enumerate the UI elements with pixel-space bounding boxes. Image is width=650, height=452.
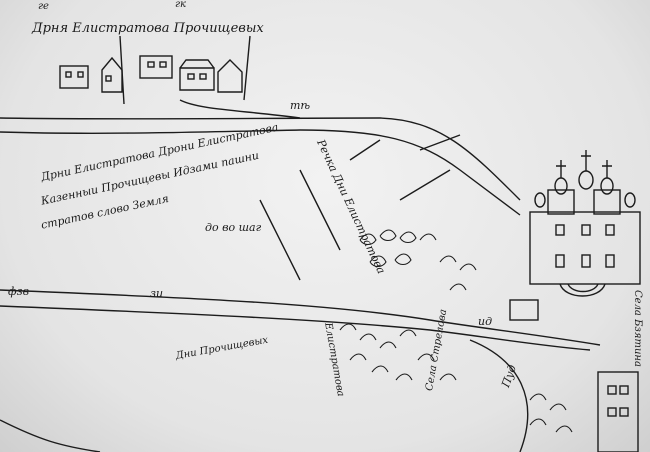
road-number-4: фзв (8, 285, 30, 298)
field-label: до во шаг (205, 221, 262, 234)
road-number-2: зи (150, 287, 164, 300)
village-houses (59, 35, 251, 105)
road-number-3: ид (478, 315, 493, 328)
trees (339, 229, 573, 433)
title-mark-2: гк (175, 0, 187, 10)
road-number-1: тѣ (290, 99, 311, 112)
title-mark-1: ге (38, 1, 49, 12)
village-label: Дрня Елистратова Прочищевых (32, 21, 264, 36)
field-label: Села Бзятина (632, 290, 643, 367)
tower (597, 371, 639, 452)
roads (0, 99, 601, 452)
church (509, 150, 641, 321)
